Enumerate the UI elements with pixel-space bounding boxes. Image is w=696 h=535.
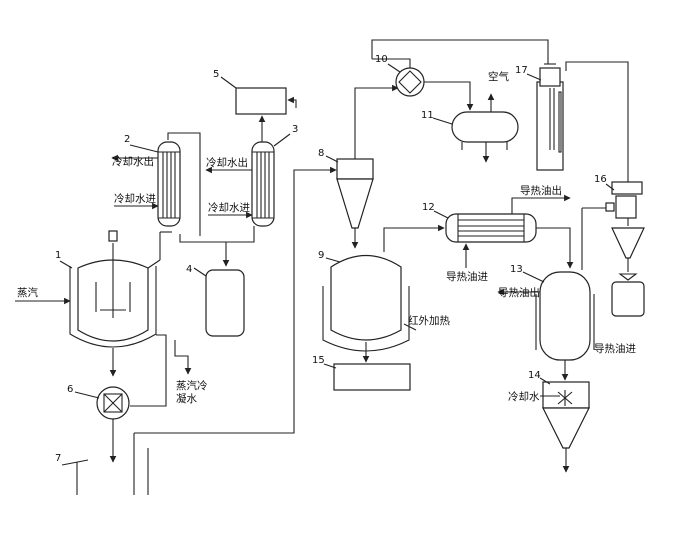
vessel-13 xyxy=(535,271,595,361)
num-2: 2 xyxy=(124,134,130,145)
num-6: 6 xyxy=(67,384,73,395)
num-8: 8 xyxy=(318,148,324,159)
label-oil-in-13: 导热油进 xyxy=(594,342,636,355)
equipment-numbers: 1 2 3 4 5 6 7 8 9 10 11 12 13 14 15 16 1… xyxy=(55,54,615,464)
num-13: 13 xyxy=(510,264,523,275)
num-14: 14 xyxy=(528,370,541,381)
label-air: 空气 xyxy=(488,70,509,83)
label-cooling-water-in-3: 冷却水进 xyxy=(208,201,250,214)
air-tank-11 xyxy=(451,93,519,163)
num-11: 11 xyxy=(421,110,434,121)
condenser-2 xyxy=(157,141,181,227)
cyclone-8 xyxy=(336,158,374,249)
num-4: 4 xyxy=(186,264,192,275)
label-cooling-water-out-2: 冷却水出 xyxy=(112,155,154,168)
label-steam-condensate-2: 凝水 xyxy=(176,393,197,405)
label-oil-out-13: 导热油出 xyxy=(498,286,540,299)
filter-6 xyxy=(96,386,130,420)
num-9: 9 xyxy=(318,250,324,261)
num-12: 12 xyxy=(422,202,435,213)
transfer-line-7 xyxy=(61,166,337,495)
exchanger-12 xyxy=(445,213,537,243)
num-17: 17 xyxy=(515,65,528,76)
condenser-3 xyxy=(251,141,275,227)
num-16: 16 xyxy=(594,174,607,185)
crystallizer-14 xyxy=(542,381,590,473)
ir-dryer-9 xyxy=(322,255,410,363)
num-15: 15 xyxy=(312,355,325,366)
label-ir-heating: 红外加热 xyxy=(408,314,450,327)
label-cooling-water-14: 冷却水 xyxy=(508,390,540,403)
num-7: 7 xyxy=(55,453,61,464)
exchanger-10 xyxy=(395,67,425,97)
label-oil-out-12: 导热油出 xyxy=(520,184,562,197)
label-steam: 蒸汽 xyxy=(17,286,38,299)
receiver-15 xyxy=(333,363,411,391)
num-5: 5 xyxy=(213,69,219,80)
tank-4 xyxy=(205,269,245,337)
receiver-5 xyxy=(235,87,287,115)
label-steam-condensate-1: 蒸汽冷 xyxy=(176,379,208,392)
num-1: 1 xyxy=(55,250,61,261)
label-cooling-water-in-2: 冷却水进 xyxy=(114,192,156,205)
separator-16 xyxy=(605,181,645,317)
label-oil-in-12: 导热油进 xyxy=(446,270,488,283)
reactor-1 xyxy=(69,230,161,348)
label-cooling-water-out-3: 冷却水出 xyxy=(206,156,248,169)
column-17 xyxy=(536,63,564,171)
condensate-pipe xyxy=(130,334,167,407)
stream-labels: 蒸汽 冷却水出 冷却水进 冷却水出 冷却水进 蒸汽冷 凝水 空气 导热油出 导热… xyxy=(17,70,636,405)
num-3: 3 xyxy=(292,124,298,135)
num-10: 10 xyxy=(375,54,388,65)
